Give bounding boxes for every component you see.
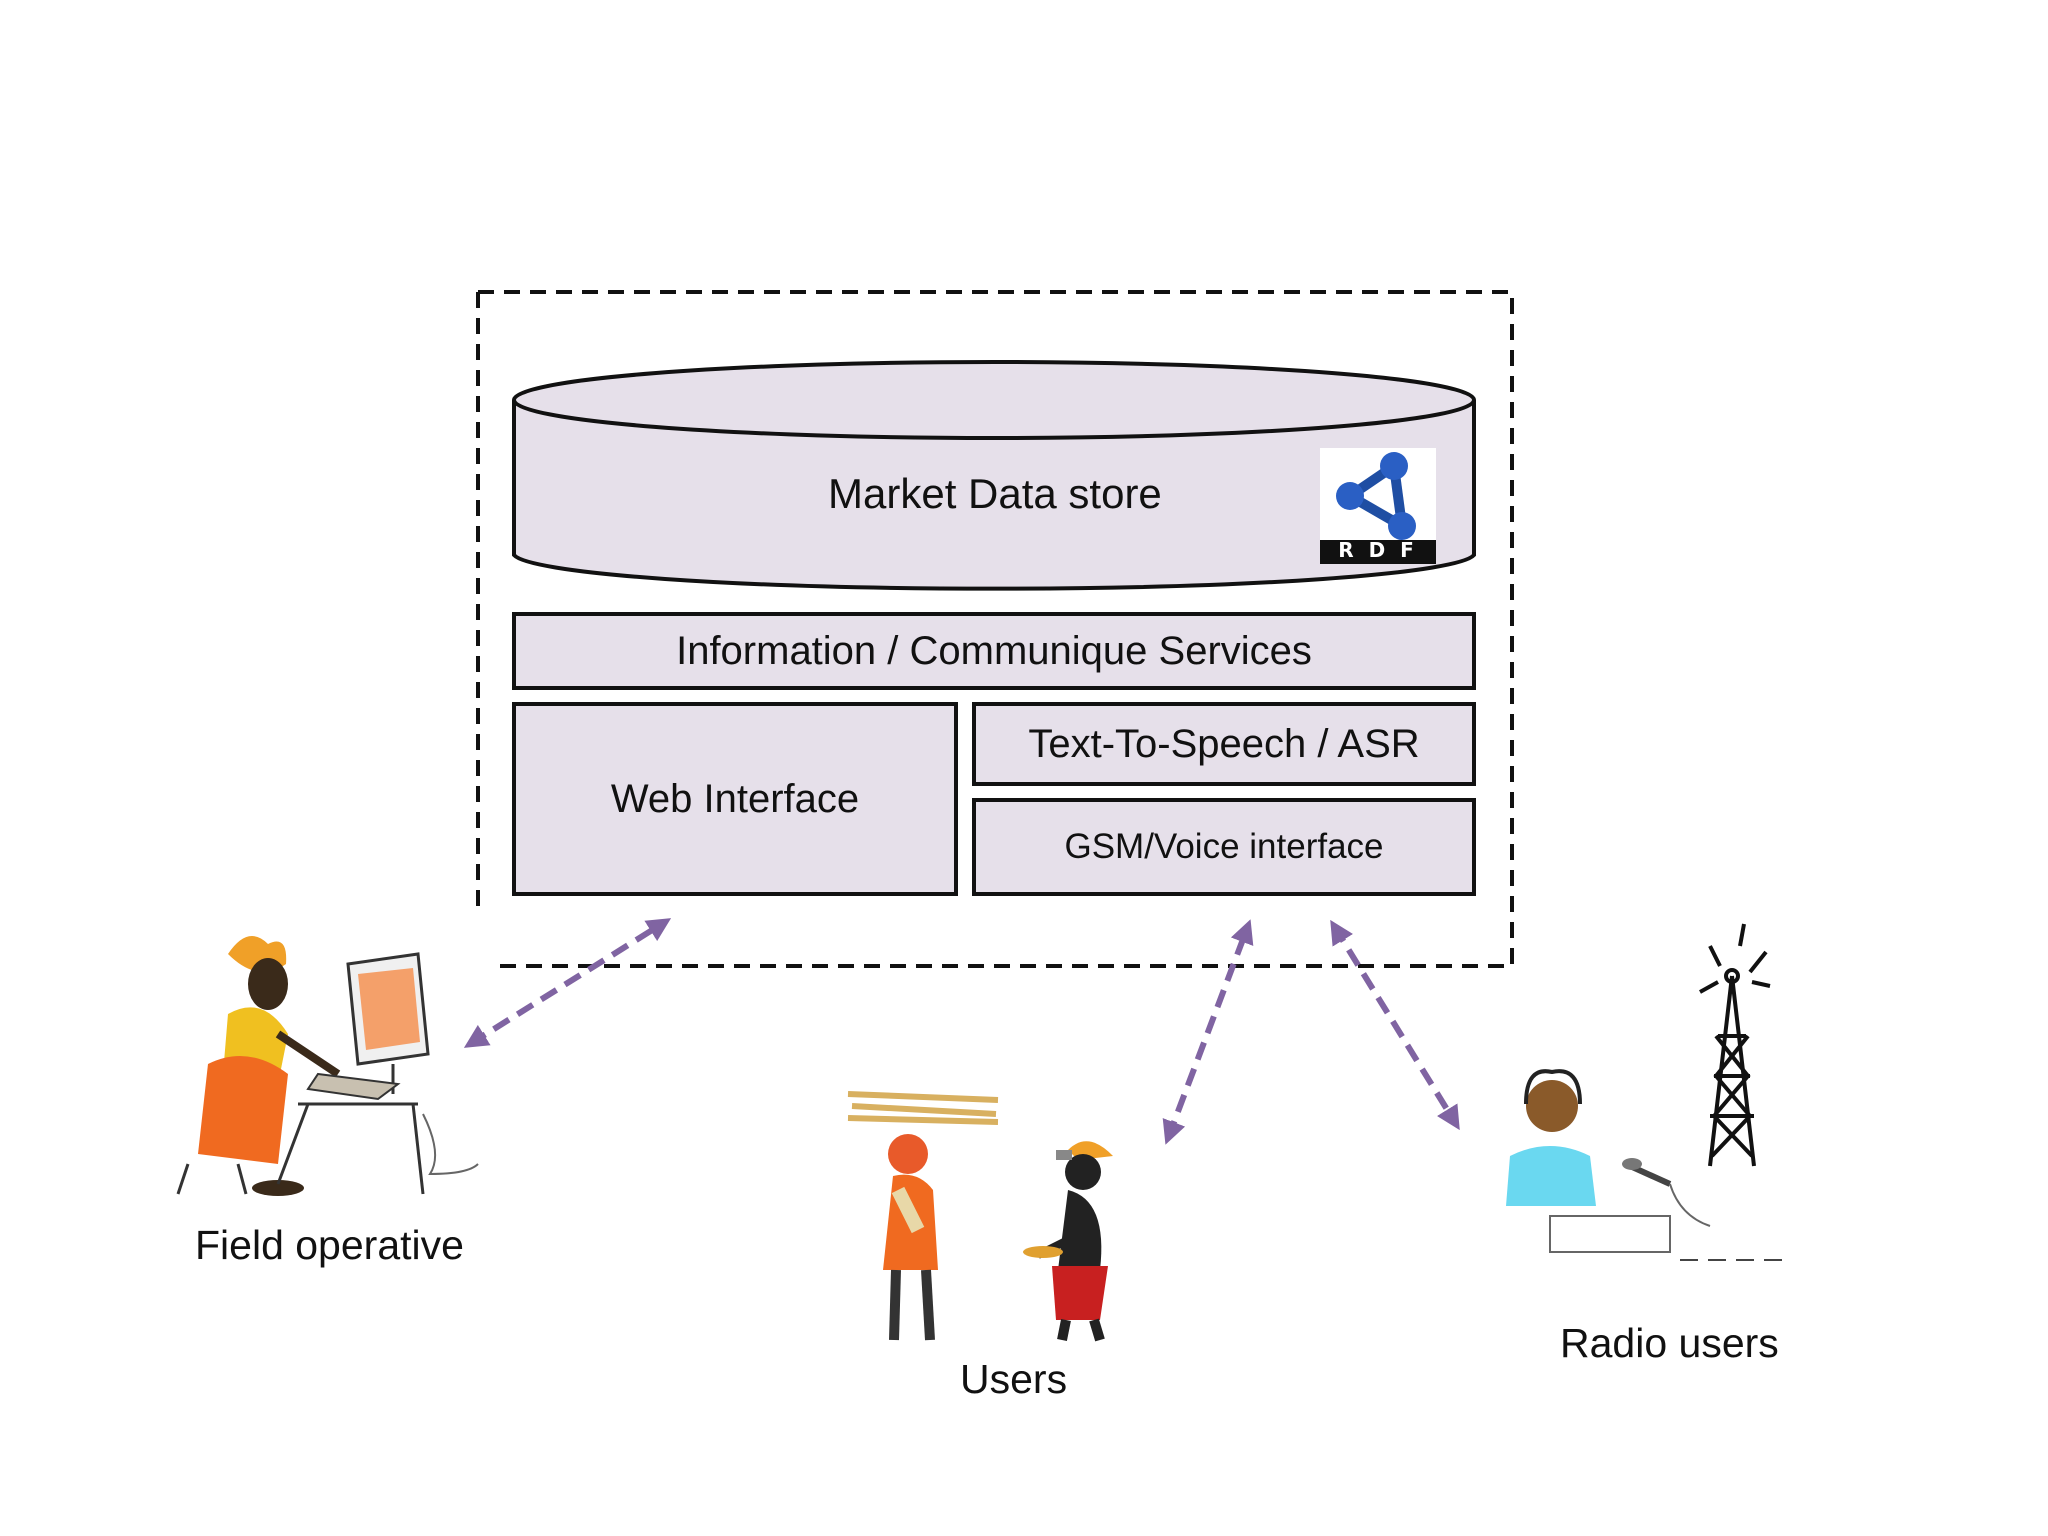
services-box: Information / Communique Services: [512, 612, 1476, 690]
arrow-gsm-radio-users: [1330, 919, 1460, 1131]
gsm-voice-box: GSM/Voice interface: [972, 798, 1476, 896]
rdf-logo: R D F: [1320, 448, 1436, 564]
arrow-gsm-users: [1162, 919, 1254, 1145]
arrow-web-field-operative: [463, 918, 672, 1048]
data-store-label: Market Data store: [828, 470, 1162, 517]
tts-asr-label: Text-To-Speech / ASR: [1028, 721, 1420, 766]
system-boundary: [476, 290, 1514, 968]
rdf-logo-text: R D F: [1338, 538, 1418, 562]
field-operative-illustration: [176, 936, 479, 1196]
radio-tower-icon: [1699, 923, 1771, 1167]
web-interface-box: Web Interface: [512, 702, 958, 896]
rdf-graph-icon: [1320, 448, 1436, 540]
web-interface-label: Web Interface: [610, 776, 860, 821]
field-operative-label: Field operative: [195, 1222, 464, 1268]
tts-asr-box: Text-To-Speech / ASR: [972, 702, 1476, 786]
gsm-voice-label: GSM/Voice interface: [1064, 827, 1384, 866]
radio-users-illustration: [1506, 923, 1790, 1261]
users-illustration: [847, 1091, 1113, 1342]
users-label: Users: [960, 1356, 1068, 1402]
radio-users-label: Radio users: [1560, 1320, 1779, 1366]
services-label: Information / Communique Services: [676, 628, 1312, 673]
